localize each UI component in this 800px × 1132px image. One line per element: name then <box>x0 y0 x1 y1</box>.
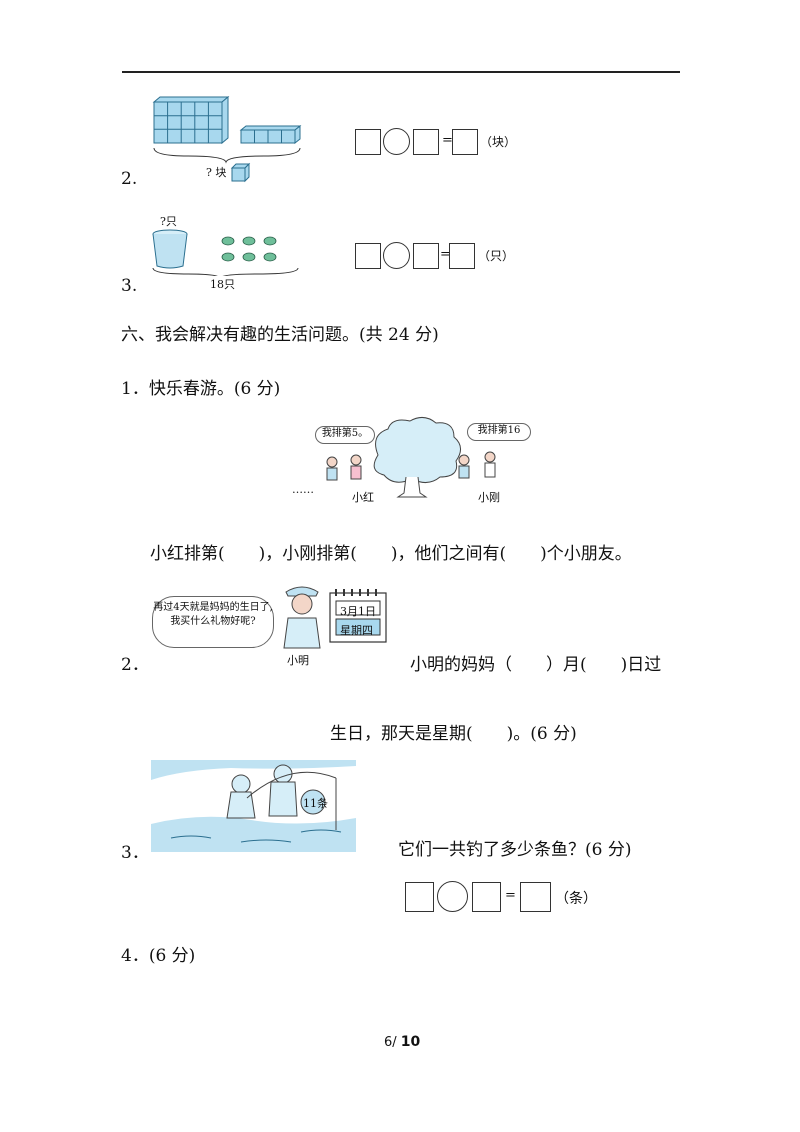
unit-label: （块） <box>480 135 517 149</box>
bug-icons <box>221 236 277 262</box>
answer-box[interactable] <box>413 129 439 155</box>
answer-box[interactable] <box>355 243 381 269</box>
equals-sign: = <box>440 247 451 262</box>
item-number: 2. <box>121 169 138 189</box>
answer-box[interactable] <box>405 882 434 912</box>
item-number: 3． <box>121 843 149 863</box>
fishing-rod-icon <box>246 771 337 830</box>
item-number: 2． <box>121 655 149 675</box>
spring-outing-illustration <box>326 417 496 498</box>
section-heading: 六、我会解决有趣的生活问题。(共 24 分) <box>121 325 439 345</box>
fishing-cats-illustration <box>151 760 356 852</box>
cup-icon <box>152 229 188 269</box>
children-right-icon <box>458 451 496 479</box>
cube-illustration <box>152 96 302 183</box>
thought-bubble: 再过4天就是妈妈的生日了,我买什么礼物好呢? <box>152 596 274 648</box>
basket-label: 11条 <box>303 797 328 810</box>
question-title: 1．快乐春游。(6 分) <box>121 379 281 399</box>
unit-label: （只） <box>478 249 515 263</box>
operator-circle[interactable] <box>383 128 410 155</box>
cat-right-icon <box>268 764 298 817</box>
equals-sign: = <box>505 888 516 903</box>
result-box[interactable] <box>449 243 475 269</box>
question-title: 4．(6 分) <box>121 946 196 966</box>
result-box[interactable] <box>520 882 551 912</box>
fill-in-line-1[interactable]: 小明的妈妈（ ）月( )日过 <box>410 655 662 675</box>
result-box[interactable] <box>452 129 478 155</box>
calendar-weekday: 星期四 <box>340 624 373 637</box>
cube-block-large <box>152 96 230 145</box>
item-number: 3. <box>121 276 138 296</box>
child-name-left: 小红 <box>352 491 374 504</box>
answer-box[interactable] <box>472 882 501 912</box>
tree-icon <box>373 417 461 498</box>
cup-question-label: ?只 <box>160 215 177 228</box>
question-text: 它们一共钓了多少条鱼？(6 分) <box>398 840 632 860</box>
fill-in-line-2[interactable]: 生日，那天是星期( )。(6 分) <box>330 724 577 744</box>
fish-basket-icon <box>300 789 326 815</box>
cube-row-small <box>239 124 302 145</box>
equals-sign: = <box>442 133 453 148</box>
operator-circle[interactable] <box>383 242 410 269</box>
cup-bugs-illustration <box>152 229 299 276</box>
ellipsis-dots: …… <box>292 483 314 496</box>
calendar-icon <box>329 589 387 643</box>
speech-bubble-right: 我排第16 <box>467 423 531 441</box>
calendar-date: 3月1日 <box>340 605 376 618</box>
children-left-icon <box>326 454 362 481</box>
boy-name: 小明 <box>287 654 309 667</box>
cat-left-icon <box>226 774 256 819</box>
fill-in-sentence[interactable]: 小红排第( )，小刚排第( )，他们之间有( )个小朋友。 <box>150 544 632 564</box>
page-total: 10 <box>400 1034 421 1050</box>
total-label: 18只 <box>210 278 235 291</box>
child-name-right: 小刚 <box>478 491 500 504</box>
speech-bubble-left: 我排第5。 <box>315 426 375 444</box>
page-current: 6 <box>384 1035 393 1050</box>
operator-circle[interactable] <box>437 881 468 912</box>
page-separator: / <box>392 1035 401 1050</box>
boy-figure-illustration <box>283 586 321 649</box>
answer-box[interactable] <box>355 129 381 155</box>
answer-box[interactable] <box>413 243 439 269</box>
unit-label: （条） <box>555 891 597 907</box>
cube-question-label: ? 块 <box>206 166 227 179</box>
unit-cube <box>230 162 251 183</box>
page-number: 6/ 10 <box>384 1034 420 1050</box>
header-rule <box>122 71 680 73</box>
